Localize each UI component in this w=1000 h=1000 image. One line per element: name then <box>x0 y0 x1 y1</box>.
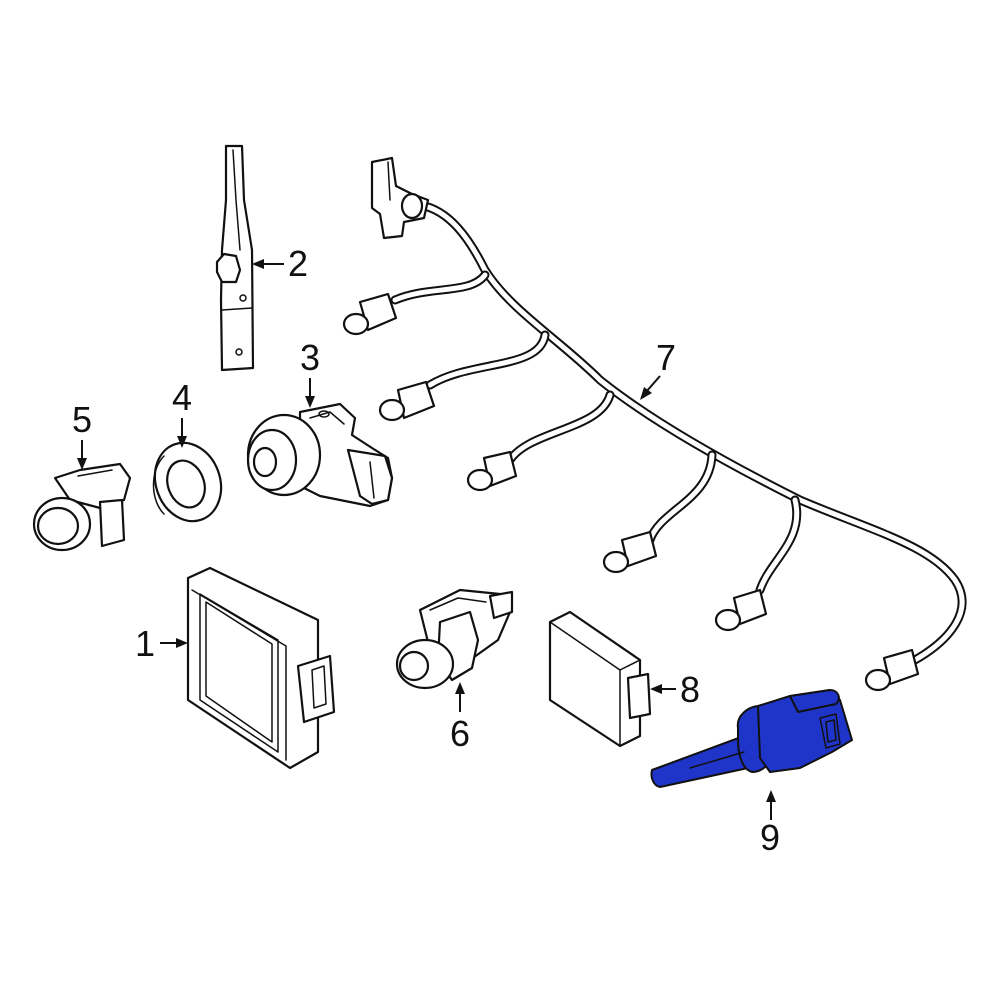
callout-9-number: 9 <box>760 817 780 858</box>
callout-6: 6 <box>450 682 470 754</box>
callout-6-number: 6 <box>450 713 470 754</box>
wire-connector <box>378 380 436 422</box>
part-2-bracket[interactable] <box>215 144 255 372</box>
callout-1-number: 1 <box>135 623 155 664</box>
part-7-wiring-harness[interactable] <box>342 156 967 692</box>
part-9-highlighted-sensor[interactable] <box>650 689 853 788</box>
callout-7: 7 <box>640 337 676 400</box>
callout-3: 3 <box>300 337 320 408</box>
part-3-sensor[interactable] <box>246 402 394 508</box>
callout-5: 5 <box>72 399 92 470</box>
wire-connector <box>602 530 658 574</box>
wire-connector <box>466 450 518 492</box>
callout-3-number: 3 <box>300 337 320 378</box>
wire-connector <box>714 588 768 632</box>
part-5-sensor[interactable] <box>32 462 132 552</box>
callout-2-number: 2 <box>288 243 308 284</box>
part-1-control-module[interactable] <box>186 566 336 770</box>
callout-7-number: 7 <box>656 337 676 378</box>
callout-4: 4 <box>172 377 192 448</box>
part-6-sensor[interactable] <box>395 588 514 690</box>
callout-2: 2 <box>252 243 308 284</box>
callout-1: 1 <box>135 623 188 664</box>
callout-8: 8 <box>650 669 700 710</box>
callout-4-number: 4 <box>172 377 192 418</box>
callout-8-number: 8 <box>680 669 700 710</box>
part-8-module[interactable] <box>548 610 652 748</box>
wire-connector <box>342 292 398 336</box>
callout-9: 9 <box>760 790 780 858</box>
callout-5-number: 5 <box>72 399 92 440</box>
wire-connector <box>864 648 920 692</box>
part-4-ring[interactable] <box>144 433 232 530</box>
